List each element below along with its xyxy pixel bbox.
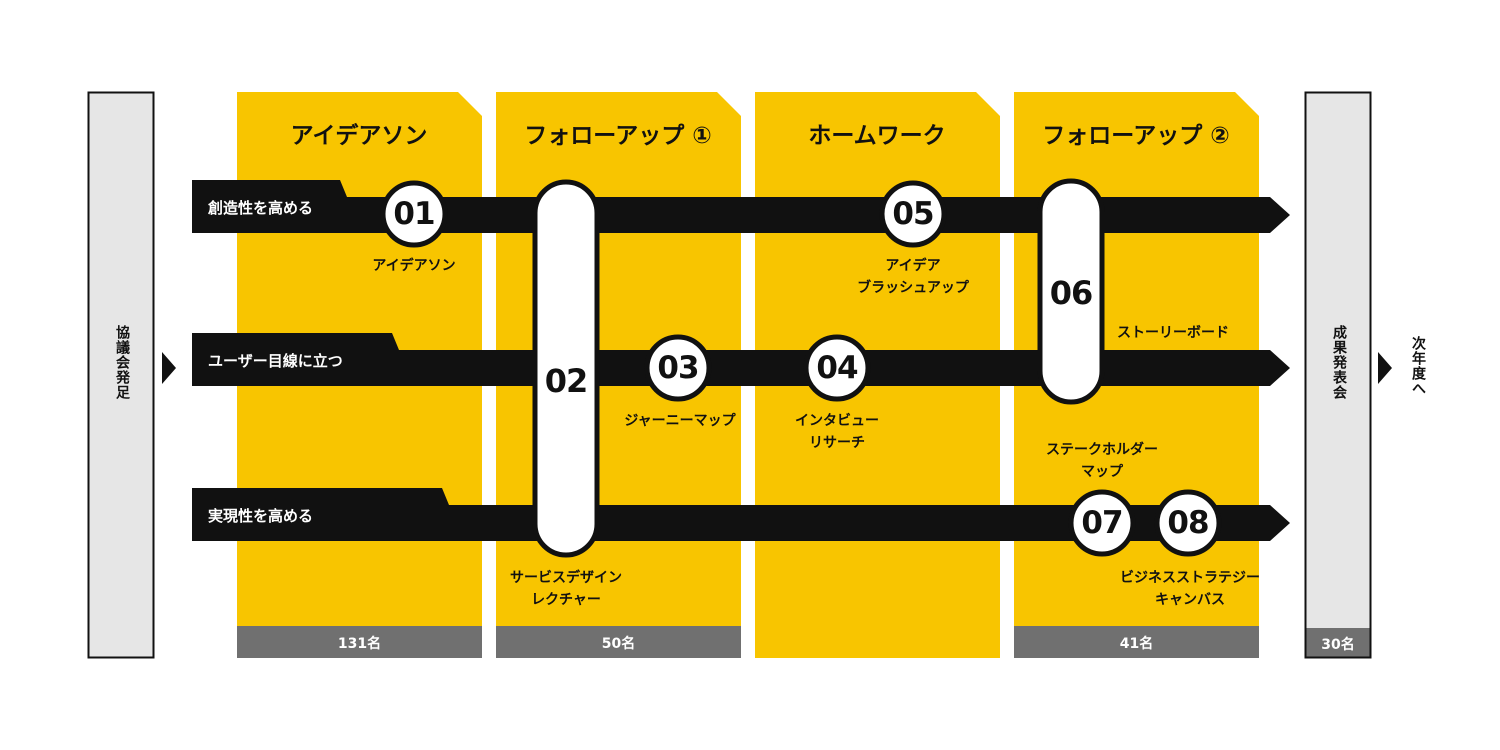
- step-circle-03: [644, 334, 712, 402]
- track-label-2: ユーザー目線に立つ: [208, 352, 343, 370]
- step-caption-07-line-2: マップ: [1081, 464, 1123, 480]
- step-pill-02: [532, 179, 600, 558]
- phase-title-1: アイデアソン: [290, 123, 428, 149]
- step-caption-04-line-2: リサーチ: [809, 435, 865, 451]
- step-number-08: 08: [1167, 505, 1209, 541]
- step-circle-08: [1154, 489, 1222, 557]
- step-circle-01: [380, 180, 448, 248]
- phase-count-1: 131名: [337, 636, 382, 652]
- step-caption-07: ステークホルダー マップ: [1022, 439, 1182, 483]
- step-caption-06: ストーリーボード: [1093, 322, 1253, 344]
- step-caption-04-line-1: インタビュー: [795, 413, 879, 429]
- step-number-06: 06: [1049, 274, 1094, 312]
- count-bar-2: [496, 626, 741, 658]
- end-count-bar: [1306, 628, 1370, 657]
- step-caption-01: アイデアソン: [334, 255, 494, 277]
- step-caption-08-line-1: ビジネスストラテジー: [1120, 570, 1260, 586]
- step-caption-03-line-1: ジャーニーマップ: [624, 413, 736, 429]
- track-band-3: [192, 488, 1290, 541]
- phase-title-3: ホームワーク: [808, 123, 946, 149]
- step-caption-02-line-1: サービスデザイン: [510, 570, 622, 586]
- step-circle-04: [803, 334, 871, 402]
- phase-title-2: フォローアップ ①: [524, 123, 712, 149]
- end-arrow: [1378, 352, 1392, 384]
- step-caption-08-line-2: キャンバス: [1155, 592, 1225, 608]
- end-label: 成果発表会: [1331, 325, 1347, 400]
- step-number-02: 02: [544, 362, 589, 400]
- end-count: 30名: [1321, 637, 1355, 653]
- step-number-01: 01: [393, 196, 435, 232]
- step-pill-06: [1037, 178, 1105, 405]
- step-caption-01-line-1: アイデアソン: [372, 258, 456, 274]
- step-caption-08: ビジネスストラテジー キャンバス: [1100, 567, 1280, 611]
- step-caption-03: ジャーニーマップ: [600, 410, 760, 432]
- start-label: 協議会発足: [114, 325, 130, 400]
- phase-count-2: 50名: [601, 636, 636, 652]
- count-bar-4: [1014, 626, 1259, 658]
- step-circle-07: [1068, 489, 1136, 557]
- next-label: 次年度へ: [1410, 336, 1426, 396]
- step-number-03: 03: [657, 350, 699, 386]
- end-panel: [1304, 91, 1372, 659]
- track-label-1: 創造性を高める: [208, 199, 314, 217]
- start-arrow: [162, 352, 176, 384]
- step-caption-05-line-2: ブラッシュアップ: [857, 280, 969, 296]
- step-caption-05: アイデア ブラッシュアップ: [833, 255, 993, 299]
- step-number-05: 05: [892, 196, 934, 232]
- step-caption-05-line-1: アイデア: [885, 258, 941, 274]
- phase-count-4: 41名: [1119, 636, 1154, 652]
- step-number-04: 04: [816, 350, 858, 386]
- step-number-07: 07: [1081, 505, 1123, 541]
- track-label-3: 実現性を高める: [208, 507, 314, 525]
- step-caption-06-line-1: ストーリーボード: [1117, 325, 1229, 341]
- start-panel: [87, 91, 155, 659]
- step-circle-05: [879, 180, 947, 248]
- step-caption-07-line-1: ステークホルダー: [1046, 442, 1158, 458]
- track-band-1: [192, 180, 1290, 233]
- count-bar-1: [237, 626, 482, 658]
- step-caption-02-line-2: レクチャー: [531, 592, 601, 608]
- track-band-2: [192, 333, 1290, 386]
- phase-title-4: フォローアップ ②: [1042, 123, 1230, 149]
- step-caption-02: サービスデザイン レクチャー: [486, 567, 646, 611]
- step-caption-04: インタビュー リサーチ: [757, 410, 917, 454]
